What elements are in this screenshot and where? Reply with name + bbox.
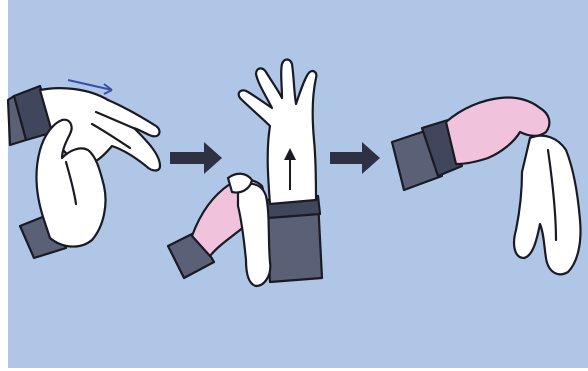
right-arrow-icon [170,142,222,174]
step-2-dangling-glove [238,184,270,286]
step-1-illustration [8,80,160,258]
right-arrow-icon [330,142,380,174]
step-3-removed-gloves [514,136,580,275]
step-2-illustration [168,60,322,287]
step-3-illustration [392,97,581,274]
connector-arrow-1 [170,142,222,174]
connector-arrow-2 [330,142,380,174]
